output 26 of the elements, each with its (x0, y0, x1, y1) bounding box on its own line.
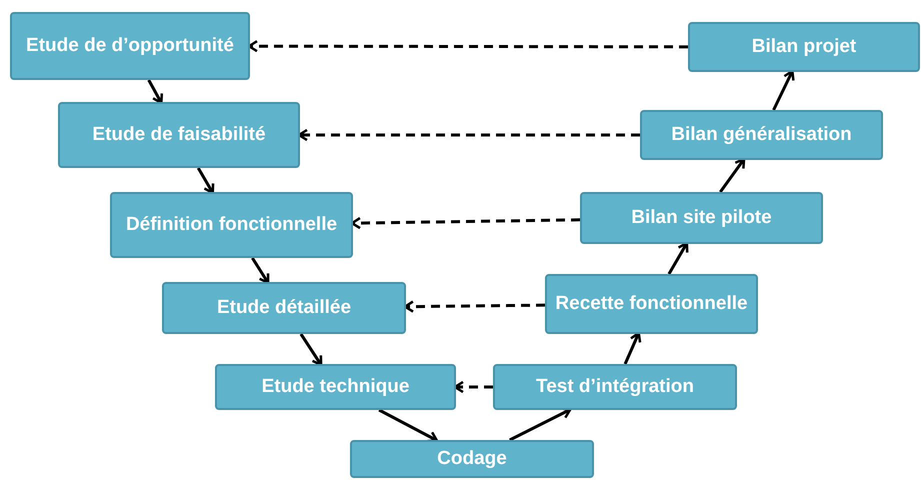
arrow (719, 158, 746, 193)
arrow (772, 70, 795, 111)
process-box: Recette fonctionnelle (545, 274, 758, 334)
arrow (668, 242, 688, 275)
arrow (509, 407, 572, 442)
arrow (300, 333, 322, 366)
dashed-arrow (454, 380, 493, 394)
process-box: Etude technique (215, 364, 456, 410)
process-box: Bilan généralisation (640, 110, 883, 160)
process-box: Définition fonctionnelle (110, 192, 353, 258)
process-box: Test d’intégration (493, 364, 737, 410)
dashed-arrow (248, 40, 688, 52)
process-box: Bilan site pilote (580, 192, 823, 244)
process-box: Etude détaillée (162, 282, 406, 334)
arrow (624, 332, 642, 365)
dashed-arrow (404, 300, 546, 313)
process-box: Etude de d’opportunité (10, 12, 250, 80)
dashed-arrow (350, 216, 580, 230)
dashed-arrow (298, 128, 640, 142)
arrow (251, 257, 270, 284)
arrow (147, 79, 164, 104)
arrow (378, 408, 438, 442)
process-box: Etude de faisabilité (58, 102, 300, 168)
process-box: Bilan projet (688, 22, 920, 72)
arrow (196, 167, 214, 194)
process-box: Codage (350, 440, 594, 478)
